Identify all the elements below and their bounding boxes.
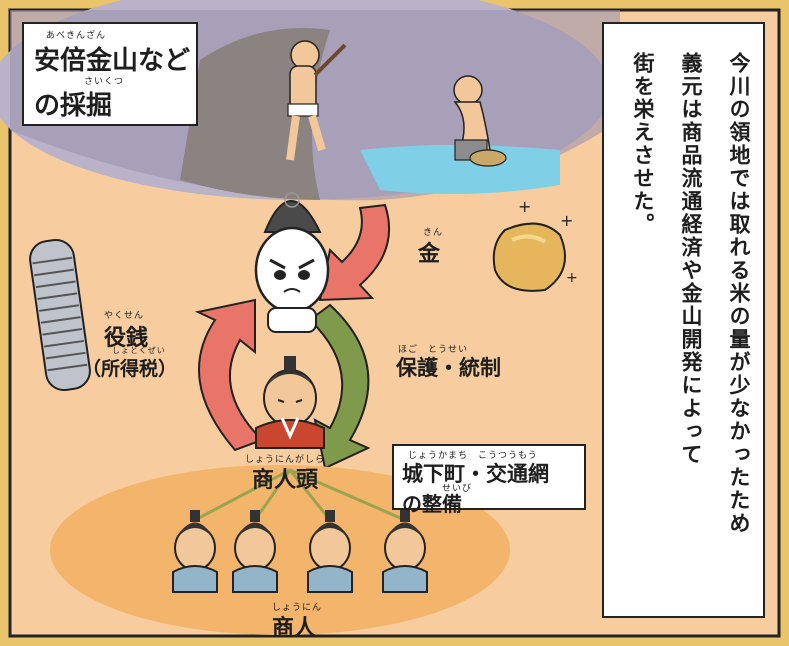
mining-caption-ruby: あべきんざん [46,31,107,41]
narration-line-2: 義元は商品流通経済や金山開発によって [679,52,703,466]
svg-text:+: + [518,197,531,216]
merchant-head-label: 商人頭 [252,468,319,493]
gold-label: 金 [418,242,441,267]
infra-caption-ruby2: せいび [442,484,473,494]
narration-line-1: 今川の領地では取れる米の量が少なかったため [727,52,751,535]
tax-label: 役銭 [104,326,149,351]
merchants-ruby: しょうにん [272,603,323,613]
gold-ruby: きん [423,228,444,238]
yoshimoto-avatar [254,192,330,333]
mining-caption-box: あべきんざん 安倍金山など さいくつ の採掘 [22,22,198,126]
merchant-head-avatar [255,356,325,449]
tax-arrow [194,298,264,452]
merchant-avatars [172,510,428,593]
svg-text:+: + [560,211,573,230]
mining-caption-line2: の採掘 [34,91,113,121]
infra-caption-line2: の整備 [402,492,462,516]
svg-text:+: + [566,270,578,286]
merchant-head-ruby: しょうにんがしら [245,455,326,465]
coin-string-icon [29,238,91,392]
protection-label: 保護・統制 [396,356,501,380]
gold-arrow [318,203,391,302]
infra-caption-line1: 城下町・交通網 [402,462,549,486]
narration-line-3: 街を栄えさせた。 [631,52,655,236]
tax-sub-label: （所得税） [82,358,178,380]
infra-caption-box: じょうかまち こうつうもう 城下町・交通網 せいび の整備 [392,444,586,516]
merchants-label: 商人 [272,616,317,641]
infra-caption-ruby: じょうかまち こうつうもう [408,451,538,461]
protection-ruby: ほご とうせい [398,345,469,355]
narration-box: 今川の領地では取れる米の量が少なかったため 義元は商品流通経済や金山開発によって… [602,22,765,618]
gold-nugget-icon: + + + [492,197,578,292]
connection-lines [194,468,406,522]
tax-sub-ruby: しょとくぜい [112,346,166,355]
mining-caption-line1: 安倍金山など [34,46,191,76]
tax-ruby: やくせん [104,311,145,321]
mining-caption-ruby2: さいくつ [84,77,125,87]
